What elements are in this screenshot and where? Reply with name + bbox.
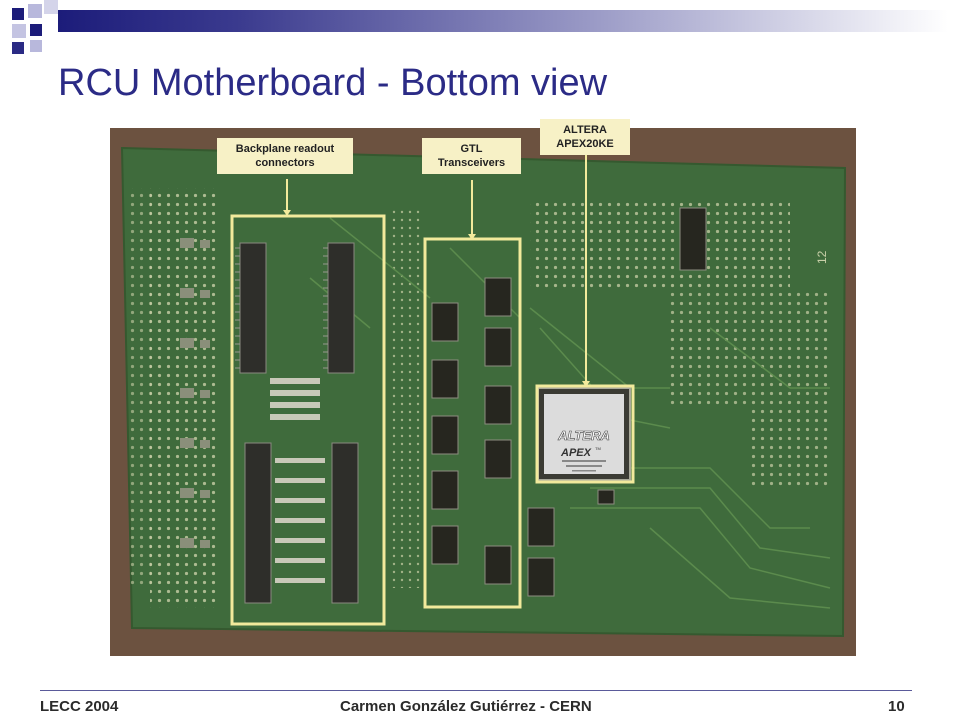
decor-square-dark-3 xyxy=(12,42,24,54)
pcb-photo: ALTERA APEX TM 12 xyxy=(110,128,856,656)
decor-square-light-3 xyxy=(12,24,26,38)
chip-family-label: APEX xyxy=(560,447,592,459)
chip-brand-label: ALTERA xyxy=(557,428,610,443)
top-gradient-bar xyxy=(58,10,948,32)
backplane-frame xyxy=(230,214,386,626)
altera-fpga: ALTERA APEX TM xyxy=(537,387,631,481)
footer-event: LECC 2004 xyxy=(40,698,119,715)
board-marking: 12 xyxy=(815,250,829,264)
callout-backplane-connectors: Backplane readout connectors xyxy=(217,138,353,174)
decor-square-dark-2 xyxy=(30,24,42,36)
callout-altera-apex20ke: ALTERA APEX20KE xyxy=(540,119,630,155)
decor-square-dark-1 xyxy=(12,8,24,20)
slide-title: RCU Motherboard - Bottom view xyxy=(58,62,608,104)
decor-square-light-1 xyxy=(28,4,42,18)
decor-square-light-4 xyxy=(30,40,42,52)
decor-square-light-2 xyxy=(44,0,58,14)
fpga-frame xyxy=(535,384,635,484)
backplane-connectors xyxy=(235,242,359,604)
footer-author: Carmen González Gutiérrez - CERN xyxy=(340,698,592,715)
footer-divider xyxy=(40,690,912,691)
pcb-illustration: ALTERA APEX TM 12 xyxy=(110,128,856,656)
footer-page-number: 10 xyxy=(888,698,905,715)
callout-gtl-transceivers: GTL Transceivers xyxy=(422,138,521,174)
chip-tm-label: TM xyxy=(595,446,601,451)
gtl-chips xyxy=(431,207,707,597)
